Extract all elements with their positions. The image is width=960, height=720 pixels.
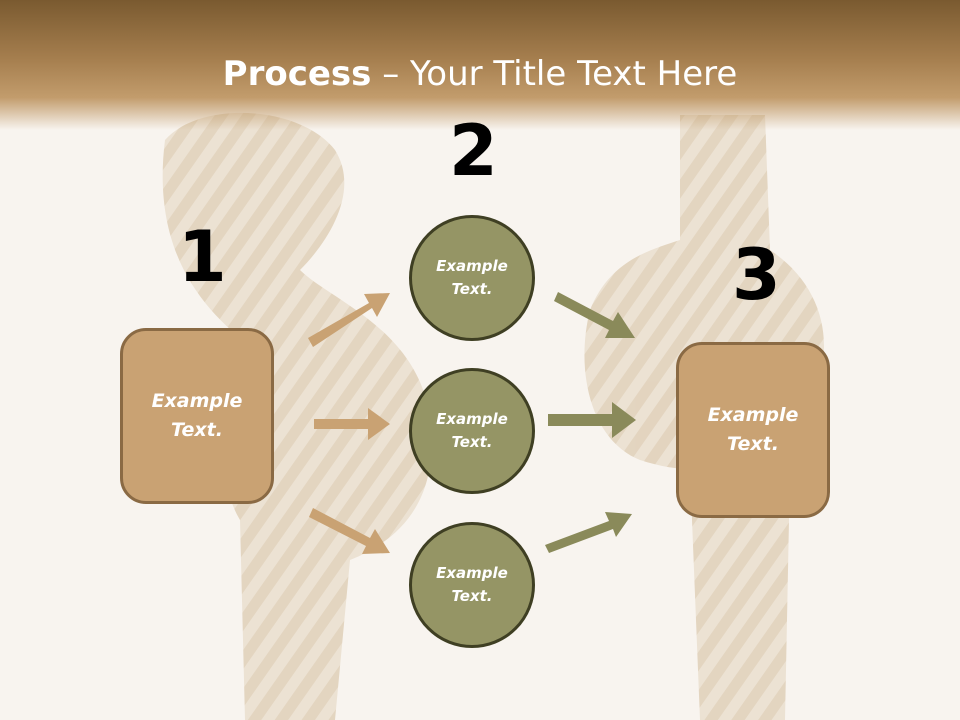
arrow-left-up xyxy=(308,293,390,347)
step-number-3: 3 xyxy=(732,234,781,316)
arrow-left-down xyxy=(309,508,390,554)
arrow-left-middle xyxy=(314,408,390,440)
step-2-circle-middle-text: Example Text. xyxy=(436,410,508,451)
step-2-circle-middle: Example Text. xyxy=(409,368,535,494)
step-2-circle-bottom: Example Text. xyxy=(409,522,535,648)
title-separator: – xyxy=(371,54,411,94)
title-text: Your Title Text Here xyxy=(410,54,738,94)
page-title: Process – Your Title Text Here xyxy=(0,52,960,96)
step-2-circle-top: Example Text. xyxy=(409,215,535,341)
step-2-circle-bottom-text: Example Text. xyxy=(436,564,508,605)
step-1-text: Example Text. xyxy=(151,390,243,441)
step-3-text: Example Text. xyxy=(707,404,799,455)
step-3-box: Example Text. xyxy=(676,342,830,518)
title-bold: Process xyxy=(222,54,372,94)
step-number-2: 2 xyxy=(449,110,498,192)
step-1-box: Example Text. xyxy=(120,328,274,504)
step-2-circle-top-text: Example Text. xyxy=(436,257,508,298)
arrow-right-middle xyxy=(548,402,636,438)
arrow-right-up xyxy=(554,292,635,338)
step-number-1: 1 xyxy=(178,216,227,298)
title-banner xyxy=(0,0,960,130)
arrow-right-down xyxy=(545,512,632,553)
